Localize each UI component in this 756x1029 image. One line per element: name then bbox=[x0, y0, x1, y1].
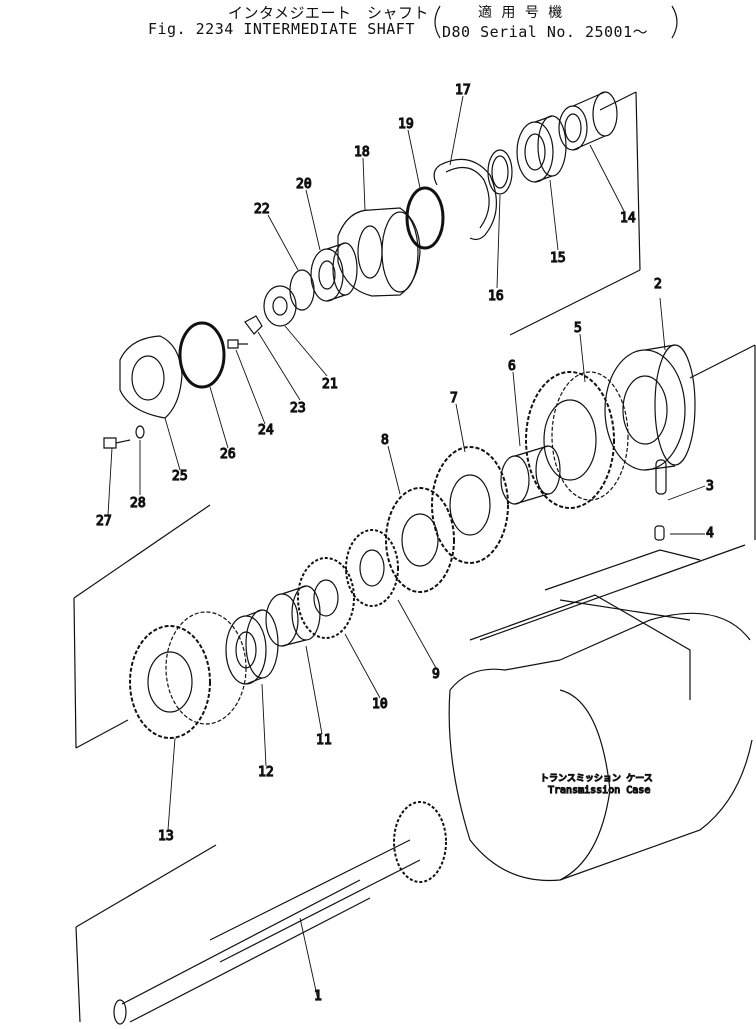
callout-25: 25 bbox=[172, 469, 188, 484]
callout-4: 4 bbox=[706, 526, 714, 541]
callout-26: 26 bbox=[220, 447, 236, 462]
callout-1: 1 bbox=[314, 989, 322, 1004]
callout-numbers: 1 2 3 4 5 6 7 8 9 10 11 12 13 14 15 16 1… bbox=[95, 82, 714, 1004]
serial-model: D80 bbox=[442, 23, 471, 41]
part-24-bolt bbox=[228, 340, 248, 348]
callout-12: 12 bbox=[258, 765, 274, 780]
part-20-bearing bbox=[311, 243, 357, 301]
part-6-collar bbox=[501, 446, 560, 504]
part-10-gear bbox=[298, 558, 354, 638]
callout-27: 27 bbox=[96, 514, 112, 529]
callout-7: 7 bbox=[450, 391, 458, 406]
assembly-guide-lines bbox=[74, 92, 755, 1022]
leader-lines bbox=[108, 96, 705, 1000]
part-3-pin bbox=[656, 460, 666, 494]
case-label-english: Transmission Case bbox=[548, 785, 650, 796]
callout-16: 16 bbox=[488, 289, 504, 304]
serial-number: No. 25001～ bbox=[546, 23, 649, 41]
part-17-snap-ring bbox=[434, 159, 496, 239]
callout-28: 28 bbox=[130, 496, 146, 511]
part-12-bearing bbox=[226, 610, 278, 684]
part-7-gear bbox=[432, 447, 508, 563]
callout-14: 14 bbox=[620, 211, 636, 226]
callout-17: 17 bbox=[455, 83, 471, 98]
callout-5: 5 bbox=[574, 321, 582, 336]
callout-23: 23 bbox=[290, 401, 306, 416]
part-11-collar bbox=[266, 586, 320, 646]
callout-10: 10 bbox=[372, 697, 388, 712]
part-16-ring bbox=[488, 150, 512, 194]
part-23-lock-plate bbox=[245, 316, 262, 334]
part-9-gear bbox=[346, 530, 398, 606]
part-8-gear bbox=[386, 488, 454, 592]
callout-24: 24 bbox=[258, 423, 274, 438]
transmission-case-outline bbox=[449, 550, 752, 881]
callout-18: 18 bbox=[354, 145, 370, 160]
applicable-models-japanese: 適 用 号 機 bbox=[478, 5, 563, 21]
case-label-japanese: トランスミッション ケース bbox=[540, 773, 653, 784]
header-bracket-left bbox=[435, 6, 440, 38]
part-28-washer bbox=[136, 426, 144, 438]
part-13-gear bbox=[130, 612, 246, 738]
callout-19: 19 bbox=[398, 117, 414, 132]
part-26-o-ring bbox=[180, 323, 224, 387]
callout-13: 13 bbox=[158, 829, 174, 844]
callout-11: 11 bbox=[316, 733, 332, 748]
part-4-spring-pin bbox=[655, 526, 664, 540]
callout-15: 15 bbox=[550, 251, 566, 266]
part-19-o-ring bbox=[407, 188, 443, 248]
part-1-intermediate-shaft bbox=[114, 802, 446, 1024]
part-15-bearing bbox=[517, 116, 566, 182]
callout-6: 6 bbox=[508, 359, 516, 374]
callout-21: 21 bbox=[322, 377, 338, 392]
serial-line: D80 Serial No. 25001～ bbox=[442, 21, 648, 42]
callout-20: 20 bbox=[296, 177, 312, 192]
serial-label: Serial bbox=[480, 23, 538, 41]
part-22-shim bbox=[290, 270, 314, 310]
callout-2: 2 bbox=[654, 277, 662, 292]
part-18-cage bbox=[338, 208, 420, 296]
header-bracket-right bbox=[672, 6, 677, 38]
figure-title-line: Fig. 2234 INTERMEDIATE SHAFT bbox=[148, 20, 415, 38]
part-21-plate bbox=[264, 286, 296, 326]
part-14-sleeve bbox=[559, 92, 617, 150]
part-27-bolt bbox=[104, 438, 130, 448]
title-japanese: インタメジエート シャフト bbox=[228, 4, 430, 22]
title-english: INTERMEDIATE SHAFT bbox=[243, 20, 415, 38]
callout-8: 8 bbox=[381, 433, 389, 448]
callout-3: 3 bbox=[706, 479, 714, 494]
part-2-bearing bbox=[605, 345, 695, 470]
callout-9: 9 bbox=[432, 667, 440, 682]
figure-number: Fig. 2234 bbox=[148, 20, 234, 38]
callout-22: 22 bbox=[254, 202, 270, 217]
part-25-cover bbox=[120, 336, 182, 418]
part-5-gear bbox=[526, 372, 628, 508]
